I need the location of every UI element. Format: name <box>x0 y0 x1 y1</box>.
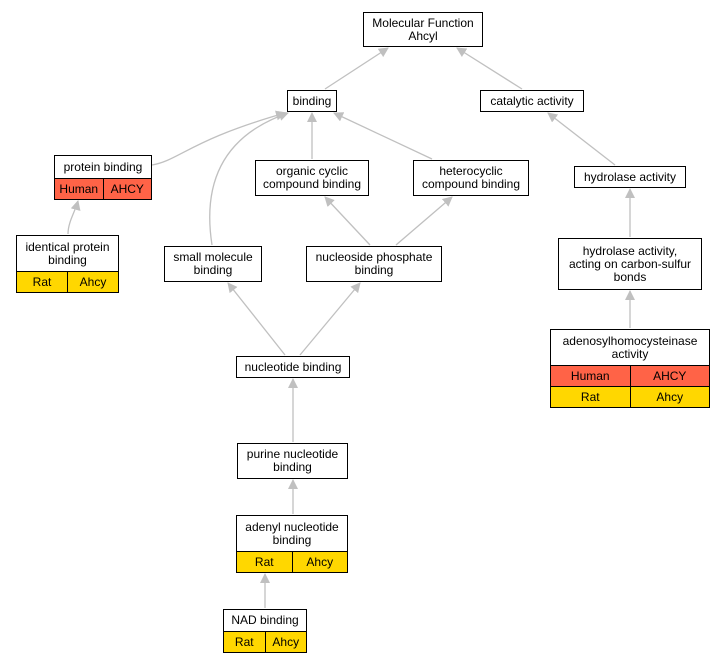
edge-small_molecule-to-binding <box>209 111 289 246</box>
node-identical-protein-binding[interactable]: identical protein binding Rat Ahcy <box>16 235 119 293</box>
node-binding[interactable]: binding <box>287 90 337 112</box>
species-organism-cell: Rat <box>224 632 265 652</box>
node-label: hydrolase activity, acting on carbon-sul… <box>568 243 692 284</box>
species-organism-cell: Human <box>55 179 103 199</box>
node-label: nucleoside phosphate binding <box>315 250 433 277</box>
species-organism-cell: Rat <box>17 272 67 292</box>
node-label: NAD binding <box>231 613 299 627</box>
species-gene-cell: Ahcy <box>291 552 347 572</box>
node-purine-nucleotide-binding[interactable]: purine nucleotide binding <box>237 443 348 479</box>
edge-nucleoside_phosphate-to-organic_cyclic <box>324 196 371 246</box>
node-nucleotide-binding[interactable]: nucleotide binding <box>236 356 350 378</box>
species-table: Human AHCY Rat Ahcy <box>551 365 709 407</box>
node-heterocyclic-compound-binding[interactable]: heterocyclic compound binding <box>413 160 529 196</box>
species-organism-cell: Rat <box>237 552 292 572</box>
node-catalytic-activity[interactable]: catalytic activity <box>480 90 584 112</box>
node-label: adenyl nucleotide binding <box>245 519 339 547</box>
node-organic-cyclic-compound-binding[interactable]: organic cyclic compound binding <box>255 160 369 196</box>
species-gene-cell: AHCY <box>102 179 151 199</box>
node-nucleoside-phosphate-binding[interactable]: nucleoside phosphate binding <box>306 246 442 282</box>
node-label: small molecule binding <box>173 250 253 277</box>
node-label: nucleotide binding <box>244 359 342 374</box>
species-table: Rat Ahcy <box>224 631 306 652</box>
node-molecular-function[interactable]: Molecular Function Ahcyl <box>363 12 483 47</box>
species-table: Rat Ahcy <box>17 271 118 292</box>
species-gene-cell: AHCY <box>629 366 709 386</box>
edge-nucleotide_binding-to-small_molecule <box>227 282 286 356</box>
node-label: Molecular Function Ahcyl <box>372 15 474 43</box>
edge-heterocyclic-to-binding <box>333 112 433 160</box>
node-adenyl-nucleotide-binding[interactable]: adenyl nucleotide binding Rat Ahcy <box>236 515 348 573</box>
species-gene-cell: Ahcy <box>629 387 709 407</box>
edge-identical_protein-to-protein_binding <box>67 200 81 235</box>
node-nad-binding[interactable]: NAD binding Rat Ahcy <box>223 609 307 653</box>
node-label: organic cyclic compound binding <box>262 164 362 191</box>
edge-protein_binding-to-binding <box>151 110 286 166</box>
edge-nucleoside_phosphate-to-heterocyclic <box>395 196 453 246</box>
edge-hydrolase_activity-to-catalytic_activity <box>547 112 616 166</box>
node-hydrolase-activity[interactable]: hydrolase activity <box>574 166 686 188</box>
species-gene-cell: Ahcy <box>264 632 306 652</box>
node-hydrolase-activity-carbon-sulfur[interactable]: hydrolase activity, acting on carbon-sul… <box>558 238 702 290</box>
species-table: Human AHCY <box>55 178 151 199</box>
species-organism-cell: Human <box>551 366 630 386</box>
edge-binding-to-molecular_function <box>324 47 389 90</box>
node-label: identical protein binding <box>25 239 110 267</box>
node-label: hydrolase activity <box>583 169 677 184</box>
species-table: Rat Ahcy <box>237 551 347 572</box>
node-label: catalytic activity <box>490 93 574 108</box>
node-label: protein binding <box>63 159 143 174</box>
species-organism-cell: Rat <box>551 387 630 407</box>
node-label: binding <box>292 93 332 108</box>
node-small-molecule-binding[interactable]: small molecule binding <box>164 246 262 282</box>
edge-catalytic_activity-to-molecular_function <box>456 47 523 90</box>
edge-nucleotide_binding-to-nucleoside_phosphate <box>299 282 361 356</box>
species-gene-cell: Ahcy <box>67 272 118 292</box>
node-label: adenosylhomocysteinase activity <box>562 333 698 361</box>
node-protein-binding[interactable]: protein binding Human AHCY <box>54 155 152 200</box>
node-label: heterocyclic compound binding <box>421 164 521 191</box>
node-label: purine nucleotide binding <box>246 447 339 474</box>
node-adenosylhomocysteinase-activity[interactable]: adenosylhomocysteinase activity Human AH… <box>550 329 710 408</box>
